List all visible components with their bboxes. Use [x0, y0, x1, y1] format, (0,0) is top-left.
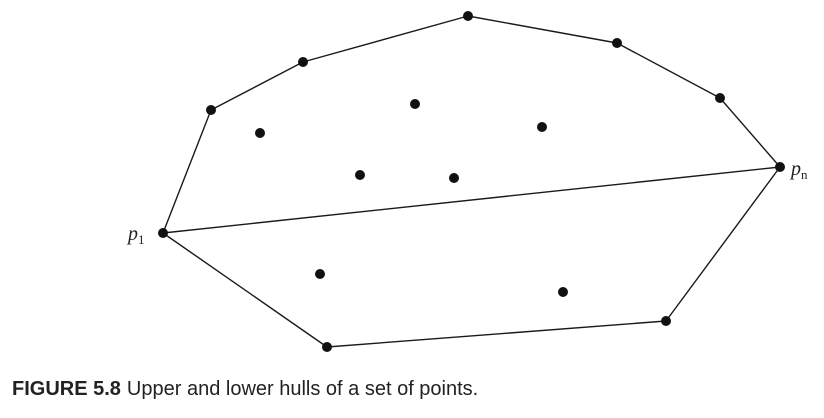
hull-edges	[162, 15, 781, 348]
hull-edge	[467, 15, 618, 44]
hull-edge	[719, 97, 781, 168]
interior-point	[355, 170, 365, 180]
hull-vertex-point	[298, 57, 308, 67]
hull-vertex-point	[206, 105, 216, 115]
interior-point	[449, 173, 459, 183]
point-pn	[775, 162, 785, 172]
figure-label: FIGURE 5.8	[12, 378, 121, 400]
hull-edge	[210, 61, 304, 111]
hull-vertex-point	[463, 11, 473, 21]
hull-edge	[162, 109, 212, 234]
hull-vertex-point	[715, 93, 725, 103]
interior-point	[315, 269, 325, 279]
point-p1	[158, 228, 168, 238]
hull-vertex-point	[322, 342, 332, 352]
hull-edge	[302, 15, 469, 63]
hull-edge	[326, 320, 667, 348]
point-set	[158, 11, 785, 352]
interior-point	[537, 122, 547, 132]
hull-vertex-point	[612, 38, 622, 48]
interior-point	[410, 99, 420, 109]
interior-point	[255, 128, 265, 138]
hull-vertex-point	[661, 316, 671, 326]
figure-caption-text: Upper and lower hulls of a set of points…	[126, 378, 479, 400]
hull-diagram: p1 pn	[126, 11, 808, 352]
dividing-line-p1-pn	[162, 166, 781, 234]
label-pn: pn	[789, 158, 808, 182]
hull-edge	[162, 232, 328, 348]
hull-edge	[665, 166, 781, 322]
hull-edge	[616, 42, 721, 99]
label-p1: p1	[126, 223, 145, 247]
interior-point	[558, 287, 568, 297]
